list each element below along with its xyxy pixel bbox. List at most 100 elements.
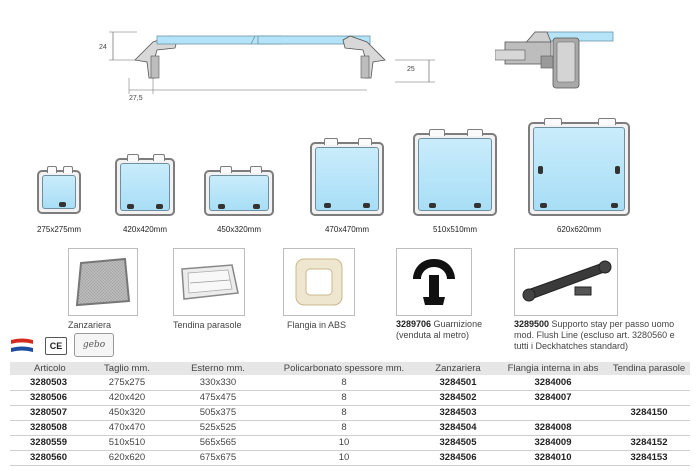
hinge-icon [250,166,262,173]
guarnizione-code: 3289706 [396,319,432,329]
guarnizione-text: Guarnizione [431,319,483,329]
cell-policarbonato: 8 [270,375,418,391]
supporto-line3: tutti i Deckhatches standard) [514,341,629,351]
guarnizione-note: (venduta al metro) [396,330,470,340]
cell-tendina [608,390,690,406]
cell-flangia: 3284010 [498,450,608,466]
table-row: 3280559 510x510 565x565 10 3284505 32840… [10,435,690,451]
cell-esterno: 525x525 [166,420,270,436]
handle-icon [363,203,370,208]
cell-policarbonato: 8 [270,405,418,421]
hinge-icon [220,166,232,173]
supporto-caption: 3289500 Supporto stay per passo uomo mod… [514,319,694,352]
cell-articolo: 3280508 [10,420,88,436]
cell-esterno: 505x375 [166,405,270,421]
spec-table: Articolo Taglio mm. Esterno mm. Policarb… [10,362,690,466]
hatch-frame [115,154,175,216]
cell-esterno: 565x565 [166,435,270,451]
header-zanzariera: Zanzariera [418,362,498,375]
table-row: 3280503 275x275 330x330 8 3284501 328400… [10,375,690,391]
table-row: 3280508 470x470 525x525 8 3284504 328400… [10,420,690,436]
flangia-caption: Flangia in ABS [287,320,347,330]
hatch-frame [37,166,81,214]
table-row: 3280506 420x420 475x475 8 3284502 328400… [10,390,690,406]
flangia-image [283,248,355,316]
hatch-620 [528,118,630,216]
hinge-icon [544,118,562,125]
guarnizione-image [396,248,472,316]
handle-icon [127,204,134,209]
supporto-image [514,248,618,316]
hinge-icon [63,166,73,173]
cell-flangia: 3284008 [498,420,608,436]
tendina-caption: Tendina parasole [173,320,242,330]
cell-esterno: 475x475 [166,390,270,406]
cell-esterno: 675x675 [166,450,270,466]
handle-icon [218,204,225,209]
cell-flangia: 3284009 [498,435,608,451]
hatch-420 [115,154,175,216]
hatch-510 [413,129,497,216]
hatch-470 [310,138,384,216]
hinge-icon [429,129,445,136]
table-row: 3280560 620x620 675x675 10 3284506 32840… [10,450,690,466]
supporto-text: Supporto stay per passo uomo [549,319,675,329]
ce-mark-badge: CE [45,337,67,355]
table-header-row: Articolo Taglio mm. Esterno mm. Policarb… [10,362,690,375]
hinge-icon [467,129,483,136]
gebo-logo: gebo [74,333,114,357]
cell-esterno: 330x330 [166,375,270,391]
hinge-icon [358,138,372,145]
cell-zanzariera: 3284505 [418,435,498,451]
cell-tendina: 3284152 [608,435,690,451]
cell-taglio: 420x420 [88,390,166,406]
cell-zanzariera: 3284504 [418,420,498,436]
handle-icon [615,166,620,174]
hatch-frame [310,138,384,216]
hatch-frame [413,129,497,216]
cell-articolo: 3280559 [10,435,88,451]
cell-policarbonato: 10 [270,450,418,466]
dim-depth-label: 25 [407,66,415,73]
cell-tendina [608,375,690,391]
handle-icon [611,203,618,208]
handle-icon [59,202,66,207]
cell-articolo: 3280503 [10,375,88,391]
hatch-size-label: 510x510mm [432,225,478,234]
guarnizione-caption: 3289706 Guarnizione (venduta al metro) [396,319,506,341]
cell-policarbonato: 8 [270,420,418,436]
header-articolo: Articolo [10,362,88,375]
netherlands-flag-icon [10,338,34,352]
supporto-line2: mod. Flush Line (escluso art. 3280560 e [514,330,675,340]
header-taglio: Taglio mm. [88,362,166,375]
hatch-size-label: 275x275mm [36,225,82,234]
handle-icon [253,204,260,209]
hatch-frame [528,118,630,216]
cell-policarbonato: 8 [270,390,418,406]
handle-icon [324,203,331,208]
zanzariera-image [68,248,138,316]
cell-articolo: 3280506 [10,390,88,406]
header-esterno: Esterno mm. [166,362,270,375]
cell-flangia [498,405,608,421]
hatch-size-label: 420x420mm [122,225,168,234]
hinge-icon [47,166,57,173]
handle-icon [156,204,163,209]
hinge-icon [127,154,139,161]
hatch-glass [533,127,625,211]
hinge-section-drawing [495,31,614,89]
cell-zanzariera: 3284506 [418,450,498,466]
handle-icon [540,203,547,208]
hatch-size-label: 450x320mm [216,225,262,234]
cell-zanzariera: 3284501 [418,375,498,391]
cell-taglio: 470x470 [88,420,166,436]
cell-taglio: 450x320 [88,405,166,421]
supporto-code: 3289500 [514,319,550,329]
dim-height-label: 24 [99,44,107,51]
cell-flangia: 3284007 [498,390,608,406]
hatch-frame [204,166,274,216]
cell-taglio: 620x620 [88,450,166,466]
dim-flange-label: 27,5 [129,95,143,102]
tendina-image [173,248,245,316]
cell-articolo: 3280560 [10,450,88,466]
